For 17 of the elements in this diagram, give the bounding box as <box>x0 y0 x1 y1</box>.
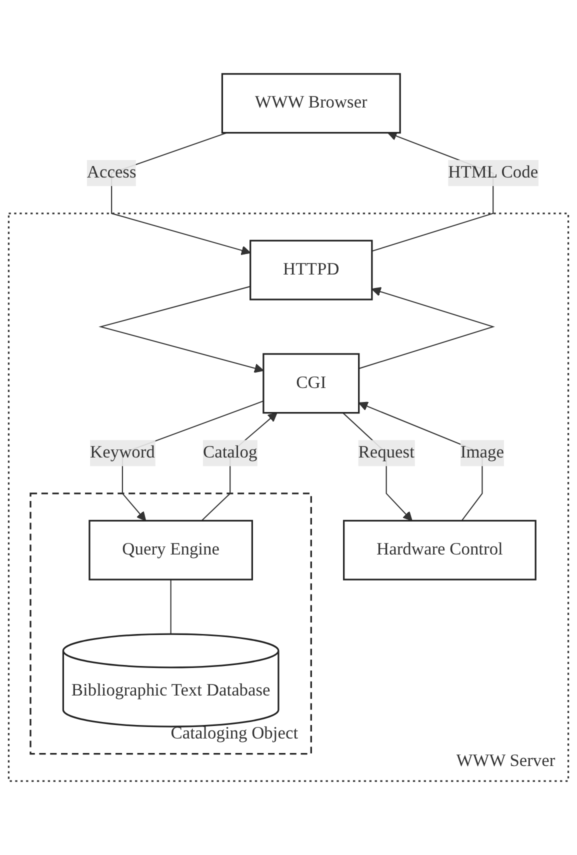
edge-label: HTML Code <box>448 163 538 182</box>
arrow <box>201 412 278 522</box>
edge-label: Catalog <box>202 443 258 462</box>
connector <box>170 580 172 634</box>
node-box: HTTPD <box>250 240 373 300</box>
node-box: Query Engine <box>88 520 253 580</box>
arrow <box>122 400 264 522</box>
arrow <box>98 286 264 373</box>
edge-label: Image <box>460 443 504 462</box>
edge-label: Keyword <box>90 443 155 462</box>
edge-label: Access <box>86 163 136 182</box>
arrow <box>358 287 495 370</box>
edge-label: Request <box>358 443 414 462</box>
arrow <box>358 402 483 522</box>
node-box: WWW Browser <box>221 73 401 134</box>
node-box: Hardware Control <box>343 520 536 580</box>
node-box: CGI <box>262 353 360 414</box>
